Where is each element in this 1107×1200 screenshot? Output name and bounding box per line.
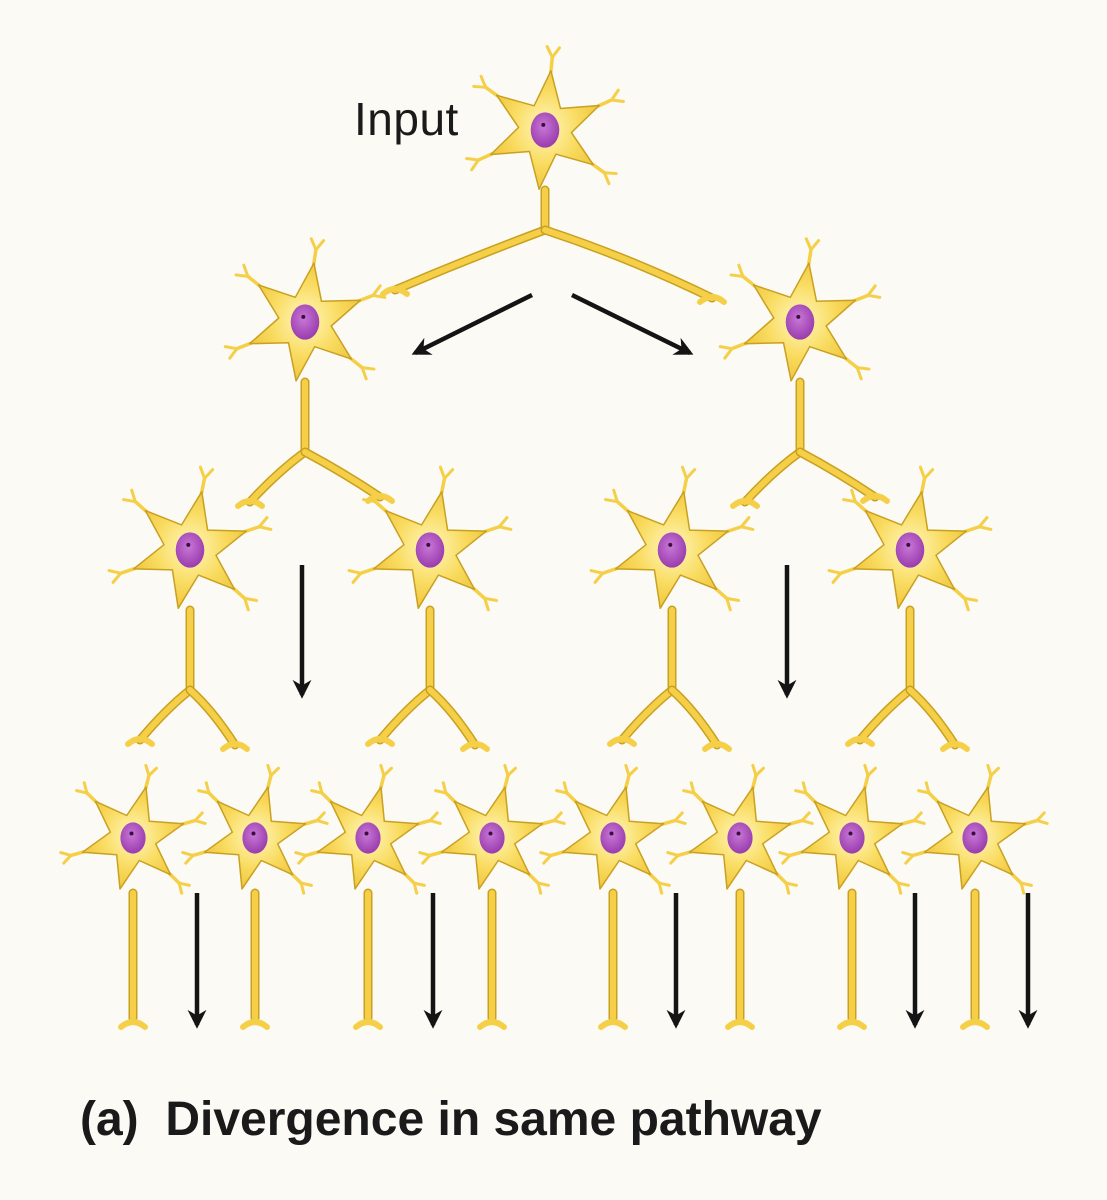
level3-terminal-2: [240, 1019, 270, 1030]
nucleolus: [186, 542, 191, 547]
nucleus: [962, 822, 988, 854]
nucleolus: [301, 314, 306, 319]
neuron-level1-1: [223, 237, 387, 382]
nucleus: [657, 532, 687, 568]
neuron-level3-5: [539, 763, 687, 895]
arrow-layer: [187, 292, 1038, 1029]
level2-axon-4-terminal-left: [845, 736, 875, 747]
neuron-input: [465, 45, 625, 190]
level1-axon-1-terminal-left: [235, 498, 265, 509]
input-label: Input: [354, 93, 459, 145]
neuron-layer: [59, 45, 1049, 895]
nucleolus: [251, 831, 256, 836]
nucleus: [530, 112, 560, 148]
level2-axon-2-left: [377, 607, 433, 743]
nucleus: [175, 532, 205, 568]
level2-axon-4-right: [907, 687, 958, 748]
neuron-level3-2: [181, 763, 329, 895]
nucleolus: [609, 831, 614, 836]
nucleus: [839, 822, 865, 854]
level1-axon-1-left: [247, 379, 308, 505]
arrow-diverge-right: [571, 292, 694, 356]
neuron-level3-6: [666, 763, 814, 895]
level2-axon-3-left: [619, 607, 675, 743]
level3-terminal-4: [477, 1019, 507, 1030]
level2-axon-2-terminal-right: [460, 741, 490, 752]
neuron-level3-4: [418, 763, 566, 895]
input-axon-left: [392, 187, 548, 293]
neuron-level2-4: [827, 465, 993, 612]
level2-axon-1-left: [137, 607, 193, 743]
input-axon-right: [542, 227, 715, 301]
input-terminal-right: [697, 294, 727, 305]
level2-axon-3-terminal-right: [702, 741, 732, 752]
nucleolus: [971, 831, 976, 836]
neuron-level3-8: [901, 763, 1049, 895]
panel-letter: (a): [80, 1093, 139, 1146]
nucleus: [120, 822, 146, 854]
level2-axon-3-terminal-left: [607, 736, 637, 747]
axon-layer: [118, 185, 990, 1030]
nucleus: [242, 822, 268, 854]
nucleolus: [796, 314, 801, 319]
input-terminal-left: [380, 286, 410, 297]
nucleolus: [668, 542, 673, 547]
nucleus: [895, 532, 925, 568]
neuron-level2-2: [347, 465, 513, 612]
nucleolus: [848, 831, 853, 836]
nucleus: [290, 304, 320, 340]
level2-axon-1-left-outline: [135, 605, 195, 745]
arrow-diverge-left: [411, 292, 533, 356]
nucleus: [600, 822, 626, 854]
level3-terminal-1: [118, 1019, 148, 1030]
level2-axon-2-terminal-left: [365, 736, 395, 747]
level1-axon-2-terminal-left: [730, 498, 760, 509]
nucleolus: [488, 831, 493, 836]
nucleolus: [736, 831, 741, 836]
nucleolus: [129, 831, 134, 836]
level2-axon-1-right: [187, 687, 238, 748]
level2-axon-2-left-outline: [375, 605, 435, 745]
nucleolus: [426, 542, 431, 547]
nucleus: [415, 532, 445, 568]
level1-axon-2-terminal-right: [860, 493, 890, 504]
nucleolus: [906, 542, 911, 547]
level3-terminal-8: [960, 1019, 990, 1030]
level3-terminal-7: [837, 1019, 867, 1030]
level3-terminal-5: [598, 1019, 628, 1030]
nucleus: [355, 822, 381, 854]
level2-axon-1-terminal-left: [125, 736, 155, 747]
nucleus: [479, 822, 505, 854]
level1-axon-1-left-outline: [245, 377, 310, 507]
nucleus: [785, 304, 815, 340]
level2-axon-3-right: [669, 687, 720, 748]
level2-axon-2-right: [427, 687, 478, 748]
nucleus: [727, 822, 753, 854]
level1-axon-2-left: [742, 379, 803, 505]
neuron-level2-1: [107, 465, 273, 612]
neuron-level3-7: [778, 763, 926, 895]
neuron-level1-2: [718, 237, 882, 382]
figure-caption: (a) Divergence in same pathway: [80, 1092, 822, 1147]
level3-terminal-3: [353, 1019, 383, 1030]
level1-axon-2-right: [797, 449, 878, 500]
level2-axon-4-left: [857, 607, 913, 743]
figure-title: Divergence in same pathway: [165, 1093, 822, 1146]
level1-axon-2-left-outline: [740, 377, 805, 507]
neuron-level3-3: [294, 763, 442, 895]
neuron-level2-3: [589, 465, 755, 612]
level2-axon-1-terminal-right: [220, 741, 250, 752]
level2-axon-4-left-outline: [855, 605, 915, 745]
nucleolus: [541, 122, 546, 127]
level2-axon-3-left-outline: [617, 605, 677, 745]
level3-terminal-6: [725, 1019, 755, 1030]
level2-axon-4-terminal-right: [940, 741, 970, 752]
level1-axon-1-right: [302, 449, 383, 500]
nucleolus: [364, 831, 369, 836]
neuron-level3-1: [59, 763, 207, 895]
